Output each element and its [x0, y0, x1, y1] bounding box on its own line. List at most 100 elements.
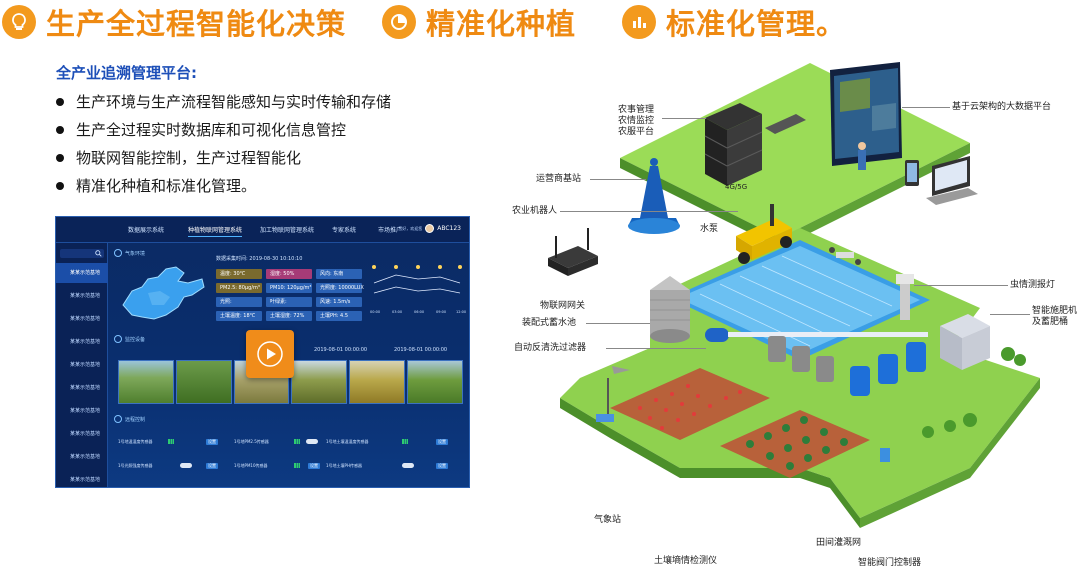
leader-line	[914, 285, 1008, 286]
svg-text:03:00: 03:00	[392, 310, 402, 314]
sensor-label: 1号地PM10传感器	[234, 463, 268, 468]
signal-icon	[168, 439, 174, 444]
sidebar-item-base[interactable]: 某某示范基地	[70, 385, 101, 391]
nav-tab-data-display[interactable]: 数据展示系统	[128, 227, 165, 234]
camera-feed[interactable]	[118, 360, 174, 404]
remote-control-icon	[114, 415, 122, 423]
label-fertilizer: 智能施肥机 及蓄肥桶	[1032, 306, 1078, 327]
list-item: 生产环境与生产流程智能感知与实时传输和存储	[56, 88, 391, 116]
sensor-settings-button[interactable]: 设置	[436, 439, 448, 445]
sensor-label: 1号地温湿度传感器	[118, 439, 153, 444]
camera-icon	[114, 335, 122, 343]
smart-farm-illustration: 基于云架构的大数据平台 农事管理 农情监控 农服平台 运营商基站 4G/5G 农…	[500, 48, 1080, 570]
sensor-toggle[interactable]	[402, 463, 414, 468]
label-agri-platform: 农事管理 农情监控 农服平台	[618, 105, 655, 137]
sensor-label: 1号光照强度传感器	[118, 463, 153, 468]
stat-temperature: 温度: 30℃	[216, 269, 262, 279]
sidebar-item-base[interactable]: 某某示范基地	[56, 263, 108, 283]
heading-text: 标准化管理。	[666, 7, 847, 41]
leader-line	[902, 107, 950, 108]
user-name: ABC123	[437, 225, 461, 232]
label-backwash-filter: 自动反清洗过滤器	[514, 343, 587, 353]
label-big-data-platform: 基于云架构的大数据平台	[952, 102, 1052, 112]
svg-text:09:00: 09:00	[436, 310, 446, 314]
heading-smart-decision: 生产全过程智能化决策	[2, 2, 346, 42]
heading-precision-planting: 精准化种植	[382, 2, 576, 42]
sensor-toggle[interactable]	[180, 463, 192, 468]
signal-icon	[294, 463, 300, 468]
nav-tab-expert-system[interactable]: 专家系统	[332, 227, 357, 234]
list-item: 生产全过程实时数据库和可视化信息管控	[56, 116, 391, 144]
camera-date-2: 2019-08-01 00:00:00	[394, 347, 448, 353]
sidebar-item-base[interactable]: 某某示范基地	[70, 408, 101, 414]
stat-wind-speed: 风速: 1.5m/s	[316, 297, 362, 307]
bar-chart-icon	[622, 5, 656, 39]
leader-line	[586, 323, 650, 324]
panel-title-remote-control: 远程控制	[114, 415, 145, 423]
sensor-label: 1号地土壤PH传感器	[326, 463, 362, 468]
play-icon	[257, 341, 283, 367]
leader-line	[990, 314, 1030, 315]
sensor-settings-button[interactable]: 设置	[436, 463, 448, 469]
leader-line	[662, 118, 706, 119]
sensor-settings-button[interactable]: 设置	[206, 463, 218, 469]
camera-feed[interactable]	[291, 360, 348, 404]
nav-tab-planting-iot[interactable]: 种植物联网管理系统	[188, 225, 243, 237]
sensor-settings-button[interactable]: 设置	[206, 439, 218, 445]
leader-line	[560, 211, 738, 212]
sensor-settings-button[interactable]: 设置	[308, 463, 320, 469]
sensor-toggle[interactable]	[306, 439, 318, 444]
stat-pm10: PM10: 120μg/m³	[266, 283, 312, 293]
sidebar-item-base[interactable]: 某某示范基地	[70, 316, 101, 322]
signal-icon	[402, 439, 408, 444]
play-video-button[interactable]	[246, 330, 294, 378]
stat-soil-ph: 土壤PH: 4.5	[316, 311, 362, 321]
camera-feed[interactable]	[407, 360, 463, 404]
dashboard-sidebar: 某某示范基地 某某示范基地 某某示范基地 某某示范基地 某某示范基地 某某示范基…	[56, 243, 108, 487]
heading-text: 生产全过程智能化决策	[46, 7, 347, 41]
camera-feed[interactable]	[349, 360, 406, 404]
label-pest-lamp: 虫情测报灯	[1010, 280, 1056, 290]
feature-list: 生产环境与生产流程智能感知与实时传输和存储 生产全过程实时数据库和可视化信息管控…	[56, 88, 391, 200]
nav-tab-processing-iot[interactable]: 加工物联网管理系统	[260, 227, 315, 234]
panel-title-monitoring: 监控设备	[114, 335, 145, 343]
nav-tab-market[interactable]: 市场推广	[378, 227, 403, 234]
stats-timestamp: 数据采集时间: 2019-08-30 10:10:10	[216, 256, 303, 262]
section-headings: 生产全过程智能化决策 精准化种植 标准化管理。	[0, 0, 1080, 46]
lightbulb-icon	[2, 5, 36, 39]
list-item: 物联网智能控制，生产过程智能化	[56, 144, 391, 172]
platform-title: 全产业追溯管理平台:	[56, 64, 197, 82]
stat-pm25: PM2.5: 80μg/m³	[216, 283, 262, 293]
svg-text:12:00: 12:00	[456, 310, 466, 314]
stat-illuminance: 光照度: 10000LUX	[316, 283, 364, 293]
label-agri-robot: 农业机器人	[512, 206, 558, 216]
label-4g-5g: 4G/5G	[725, 183, 748, 191]
sidebar-item-base[interactable]: 某某示范基地	[70, 362, 101, 368]
sidebar-item-base[interactable]: 某某示范基地	[70, 293, 101, 299]
sidebar-search-input[interactable]	[60, 249, 104, 258]
feature-text: 生产环境与生产流程智能感知与实时传输和存储	[76, 93, 392, 111]
label-water-pump: 水泵	[700, 224, 719, 234]
bullet-dot-icon	[56, 98, 64, 106]
search-icon	[95, 250, 102, 257]
province-map	[122, 266, 205, 320]
list-item: 精准化种植和标准化管理。	[56, 172, 391, 200]
dashboard-screenshot: 数据展示系统 种植物联网管理系统 加工物联网管理系统 专家系统 市场推广 您好，…	[55, 216, 470, 488]
sidebar-item-base[interactable]: 某某示范基地	[70, 477, 101, 483]
stat-humidity: 湿度: 50%	[266, 269, 312, 279]
heading-text: 精准化种植	[426, 7, 577, 41]
heading-standard-management: 标准化管理。	[622, 2, 846, 42]
camera-feed[interactable]	[175, 360, 232, 404]
stat-wind-direction: 风向: 东南	[316, 269, 362, 279]
sidebar-item-base[interactable]: 某某示范基地	[70, 431, 101, 437]
user-menu[interactable]: 您好，欢迎您 ABC123	[398, 224, 461, 233]
camera-date-1: 2019-08-01 00:00:00	[314, 347, 368, 353]
panel-title-environment: 气象环境	[114, 249, 145, 257]
sensor-label: 1号地PM2.5传感器	[234, 439, 269, 444]
label-base-station: 运营商基站	[536, 174, 582, 184]
sidebar-item-base[interactable]: 某某示范基地	[70, 339, 101, 345]
label-irrigation-network: 田间灌溉网	[816, 538, 862, 548]
svg-text:06:00: 06:00	[414, 310, 424, 314]
stat-soil-temp: 土壤温度: 18℃	[216, 311, 262, 321]
sidebar-item-base[interactable]: 某某示范基地	[70, 454, 101, 460]
